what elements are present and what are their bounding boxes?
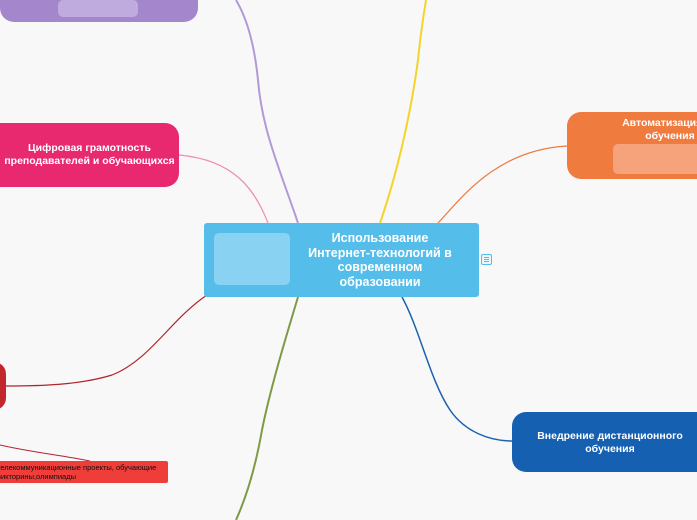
image-placeholder	[58, 0, 138, 17]
branch-darkred-sub	[0, 444, 91, 462]
central-topic[interactable]: Использование Интернет-технологий в совр…	[204, 223, 479, 297]
topic-digital-literacy[interactable]: Цифровая грамотность преподавателей и об…	[0, 123, 179, 187]
notes-icon[interactable]	[481, 254, 492, 265]
topic-label: Автоматизация пр обучения	[622, 117, 697, 142]
branch-darkred	[5, 294, 208, 387]
topic-red[interactable]	[0, 362, 6, 410]
topic-purple[interactable]	[0, 0, 198, 22]
branch-yellow	[379, 0, 427, 224]
branch-blue	[401, 296, 513, 442]
branch-orange	[437, 145, 568, 224]
topic-label: Цифровая грамотность преподавателей и об…	[4, 142, 175, 167]
subtopic-telecom-projects[interactable]: телекоммуникационные проекты, обучающие …	[0, 461, 168, 483]
subtopic-label: телекоммуникационные проекты, обучающие …	[0, 463, 157, 481]
branch-purple	[235, 0, 299, 224]
topic-automation[interactable]: Автоматизация пр обучения	[567, 112, 697, 179]
topic-distance-learning[interactable]: Внедрение дистанционного обучения	[512, 412, 697, 472]
image-placeholder	[214, 233, 290, 285]
branch-pink	[178, 154, 269, 224]
image-placeholder	[613, 144, 697, 174]
central-title: Использование Интернет-технологий в совр…	[308, 231, 452, 289]
topic-label: Внедрение дистанционного обучения	[537, 430, 683, 455]
branch-green	[235, 296, 299, 520]
